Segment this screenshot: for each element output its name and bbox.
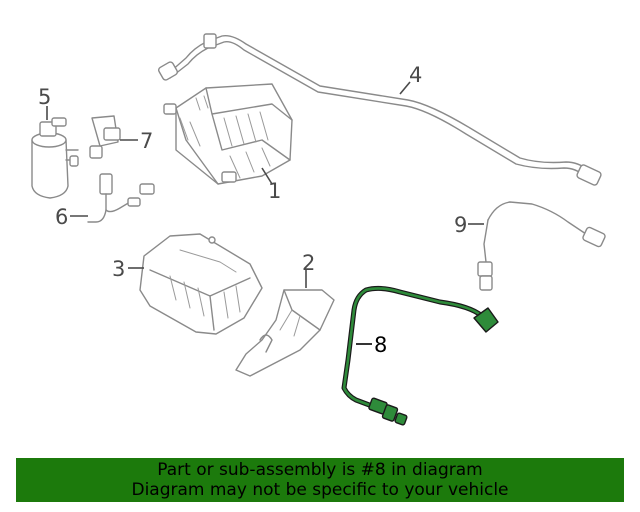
callout-2: 2 bbox=[302, 251, 315, 275]
part-9-sensor: 9 bbox=[454, 201, 606, 291]
callout-8: 8 bbox=[374, 333, 387, 357]
part-4-vapor-line: 4 bbox=[157, 33, 602, 186]
banner-line-1: Part or sub-assembly is #8 in diagram bbox=[157, 460, 483, 480]
part-2-bracket: 2 bbox=[235, 251, 335, 377]
part-3-shield: 3 bbox=[112, 233, 263, 335]
part-8-oxygen-sensor[interactable]: 8 bbox=[341, 285, 499, 426]
info-banner: Part or sub-assembly is #8 in diagram Di… bbox=[16, 458, 624, 502]
callout-9: 9 bbox=[454, 213, 467, 237]
callout-6: 6 bbox=[55, 205, 68, 229]
callout-1: 1 bbox=[268, 179, 281, 203]
banner-line-2: Diagram may not be specific to your vehi… bbox=[131, 480, 509, 500]
part-7-valve: 7 bbox=[89, 115, 153, 159]
part-6-sensor: 6 bbox=[55, 173, 155, 229]
callout-3: 3 bbox=[112, 257, 125, 281]
callout-4: 4 bbox=[409, 63, 422, 87]
callout-5: 5 bbox=[38, 85, 51, 109]
part-5-valve: 5 bbox=[31, 85, 79, 199]
part-1-canister: 1 bbox=[163, 83, 293, 203]
callout-7: 7 bbox=[140, 129, 153, 153]
